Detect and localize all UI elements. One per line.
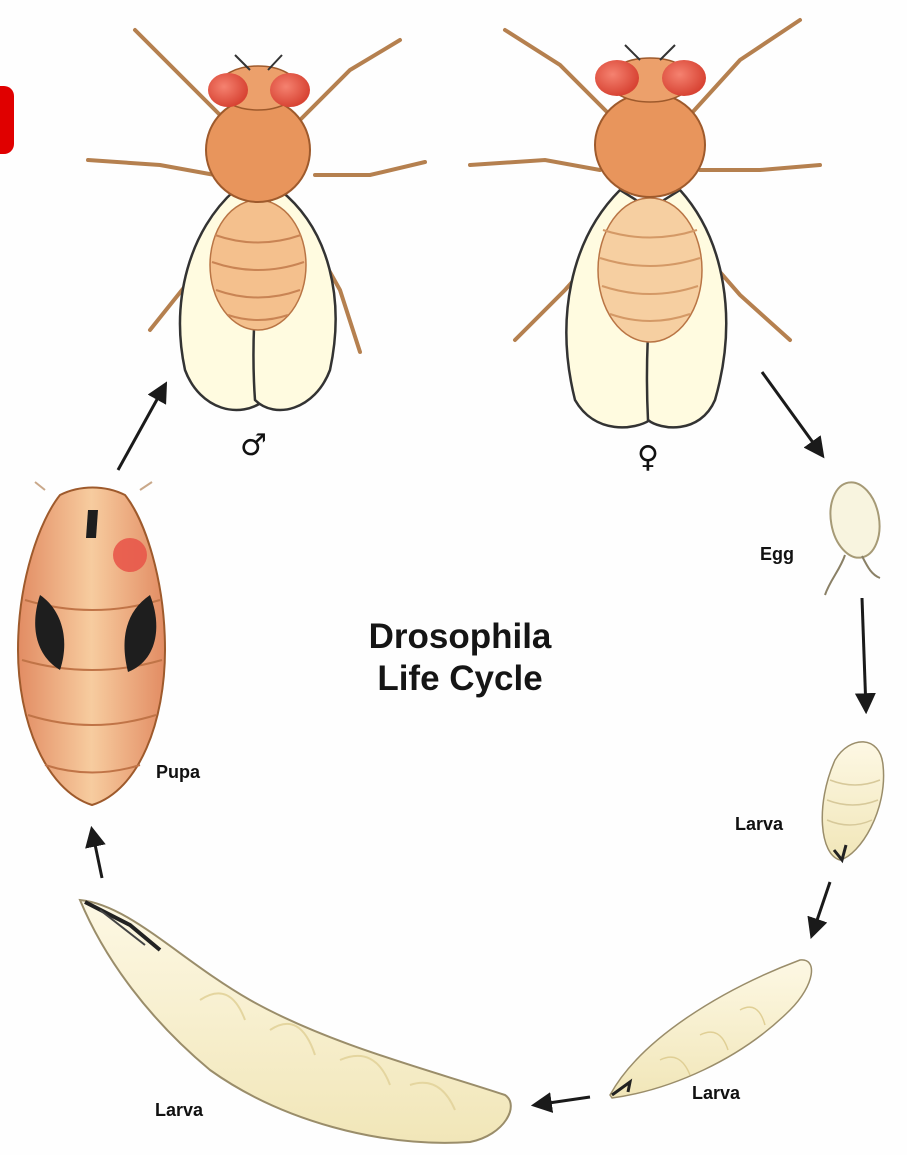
diagram-title: Drosophila Life Cycle (330, 616, 590, 700)
egg-label: Egg (760, 544, 794, 565)
larva-label-small: Larva (735, 814, 783, 835)
larva-label-medium: Larva (692, 1083, 740, 1104)
egg (825, 478, 885, 595)
pupa (18, 482, 165, 805)
arrow-larva-to-larva (812, 882, 830, 935)
arrow-pupa-to-male (118, 385, 165, 470)
pupa-label: Pupa (156, 762, 200, 783)
male-symbol-label: ♂ (240, 428, 267, 463)
larva-third-instar (80, 900, 511, 1143)
larva-label-large: Larva (155, 1100, 203, 1121)
arrow-egg-to-larva (862, 598, 866, 710)
male-fly (88, 30, 425, 410)
arrow-larva-to-larva-large (535, 1097, 590, 1105)
title-line-1: Drosophila (330, 616, 590, 658)
arrow-female-to-egg (762, 372, 822, 455)
female-symbol-label: ♀ (637, 440, 659, 475)
larva-second-instar (610, 960, 811, 1098)
female-fly (470, 20, 820, 427)
title-line-2: Life Cycle (330, 658, 590, 700)
larva-first-instar (822, 742, 883, 860)
arrow-larva-to-pupa (92, 830, 102, 878)
